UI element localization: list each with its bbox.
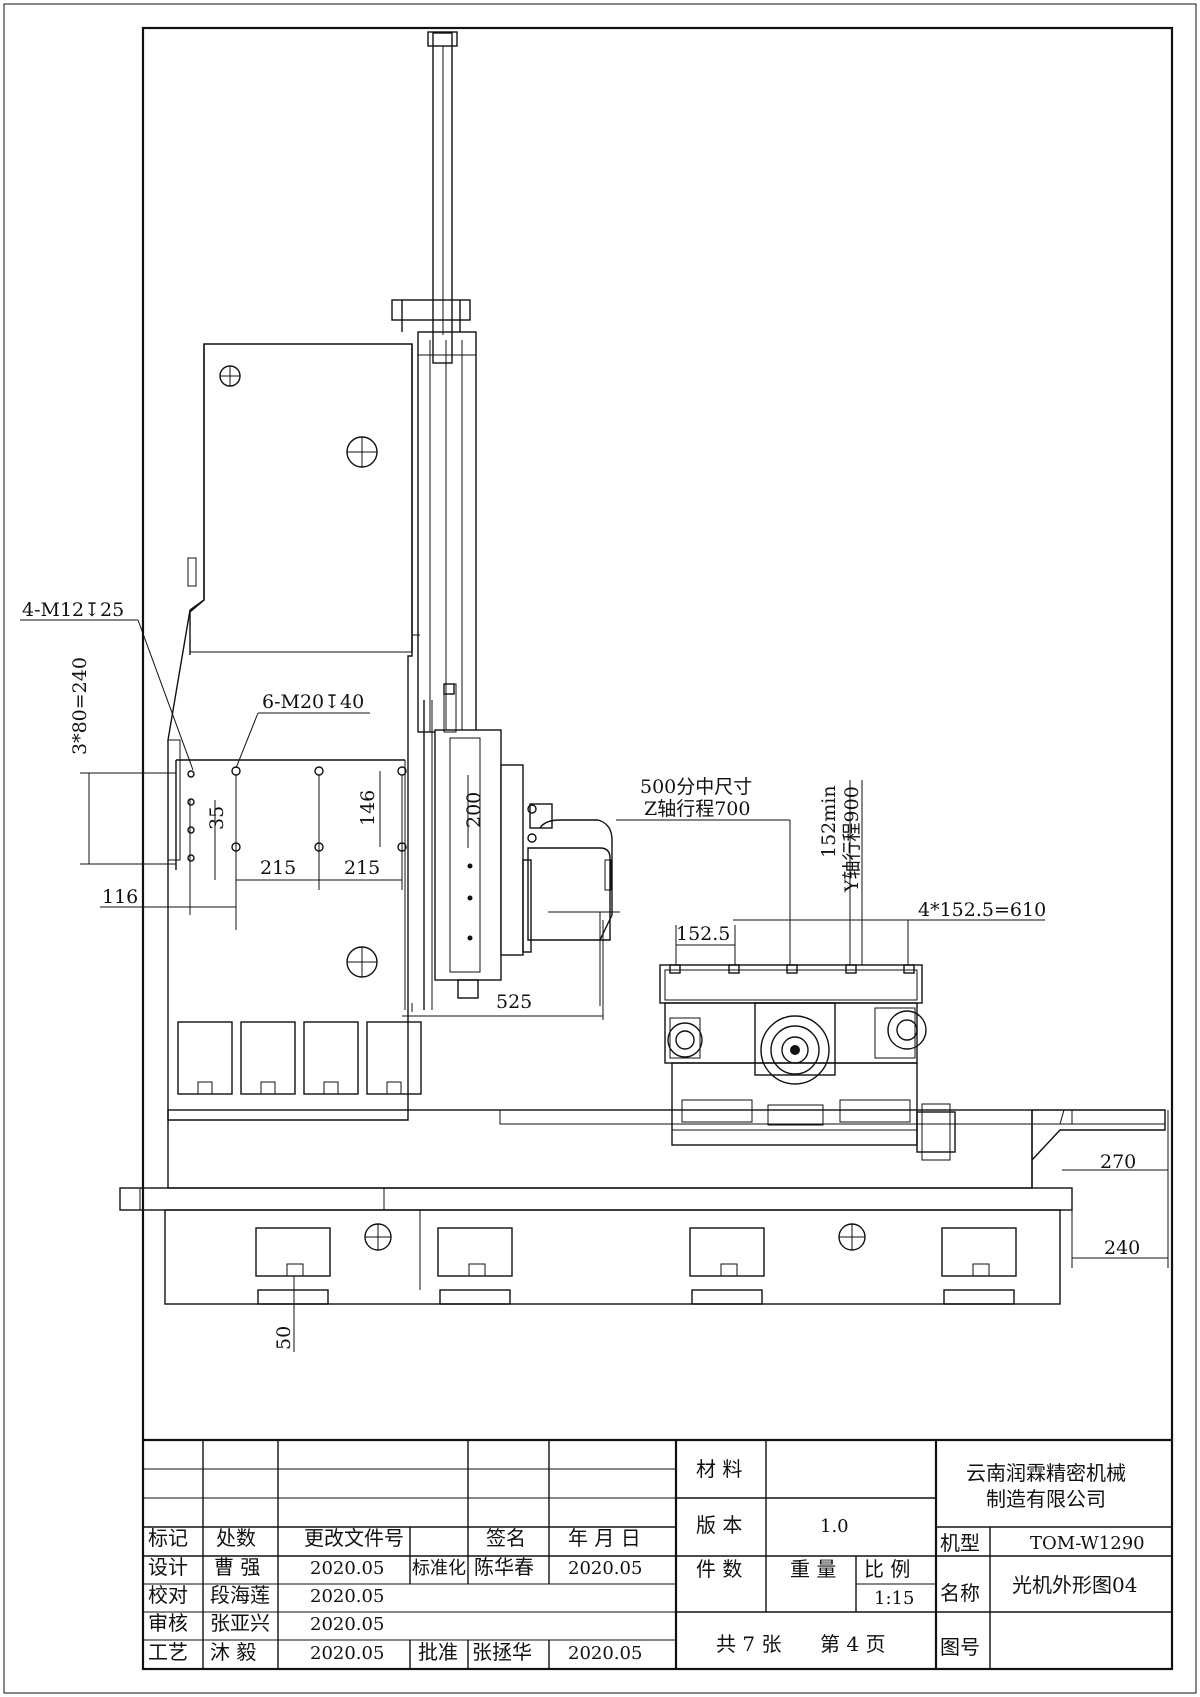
dimension-lines [20,619,1169,1352]
dim-y-travel: Y轴行程900 [841,786,863,893]
model-value: TOM-W1290 [1030,1533,1145,1554]
sheet-count: 共 7 张 [716,1632,781,1656]
row-check-date: 2020.05 [310,1586,384,1607]
dim-240: 240 [1104,1237,1140,1259]
material-label: 材 料 [696,1457,742,1481]
company-line-1: 云南润霖精密机械 [966,1461,1126,1485]
row-process-role: 工艺 [148,1640,188,1664]
table-top [659,964,923,1004]
dim-525: 525 [496,991,532,1013]
dim-z-travel: Z轴行程700 [644,798,750,820]
row-design-role: 设计 [148,1555,188,1579]
dimension-texts: 4-M12↧25 6-M20↧40 3*80=240 35 215 215 14… [22,599,1140,1350]
weight-label: 重 量 [790,1557,836,1581]
rev-header-docno: 更改文件号 [304,1526,404,1550]
scale-label: 比 例 [864,1557,910,1581]
dim-50: 50 [273,1326,295,1350]
saddle-base [671,1062,918,1146]
base-pockets [255,1223,1017,1305]
rev-header-sign: 签名 [486,1526,526,1550]
column-pockets [177,1021,422,1095]
row-approve-name: 张拯华 [472,1640,532,1664]
row-review-name: 张亚兴 [210,1611,270,1635]
name-value: 光机外形图04 [1012,1573,1137,1597]
ballscrew-nut [760,1015,830,1085]
ram-bracket [391,299,471,321]
dim-tap-holes-a: 4-M12↧25 [22,599,124,621]
model-label: 机型 [940,1531,980,1555]
dim-200: 200 [463,792,485,828]
row-standard-name: 陈华春 [474,1555,534,1579]
row-design-name: 曹 强 [214,1555,260,1579]
base-plate [119,1187,1073,1211]
table-slots [669,964,915,974]
column-guide [417,331,477,733]
rev-header-count: 处数 [216,1526,256,1550]
dim-y-min: 152min [818,785,840,858]
row-check-name: 段海莲 [210,1583,270,1607]
spindle-head [434,729,502,981]
page-number: 第 4 页 [820,1632,885,1656]
row-process-date: 2020.05 [310,1643,384,1664]
dim-35: 35 [206,806,228,830]
version-value: 1.0 [820,1516,849,1537]
column-holes [187,365,407,978]
dim-116: 116 [102,886,138,908]
dim-tap-holes-b: 6-M20↧40 [262,691,364,713]
row-review-date: 2020.05 [310,1614,384,1635]
base-body [164,1209,1061,1305]
row-approve-role: 批准 [418,1640,458,1664]
drawing-frame [141,26,1174,1671]
row-process-name: 沐 毅 [210,1640,256,1664]
row-review-role: 审核 [148,1611,188,1635]
company-line-2: 制造有限公司 [986,1487,1106,1511]
row-design-date: 2020.05 [310,1558,384,1579]
outer-border [3,3,1197,1694]
machine-outline [119,31,1166,1305]
row-approve-date: 2020.05 [568,1643,642,1664]
version-label: 版 本 [696,1513,742,1537]
name-label: 名称 [940,1581,980,1605]
qty-label: 件 数 [696,1557,742,1581]
ballscrew-housing [754,1002,836,1076]
rev-header-mark: 标记 [148,1526,188,1550]
dim-vert-pitch: 3*80=240 [69,657,91,755]
row-check-role: 校对 [148,1583,188,1607]
ram-rod [432,32,453,364]
dim-table-pitch: 4*152.5=610 [918,899,1046,921]
scale-value: 1:15 [874,1588,914,1609]
saddle [664,1002,918,1064]
row-standard-date: 2020.05 [568,1558,642,1579]
dim-215-a: 215 [260,857,296,879]
dim-gauge-note: 500分中尺寸 [640,776,752,798]
rev-header-date: 年 月 日 [568,1526,641,1550]
drawing-no-label: 图号 [940,1635,980,1659]
dim-270: 270 [1100,1151,1136,1173]
title-block: 标记 处数 更改文件号 签名 年 月 日 设计 曹 强 2020.05 标准化 … [143,1438,1172,1669]
dim-152-5: 152.5 [676,923,730,945]
row-standard-role: 标准化 [412,1558,466,1579]
dim-215-b: 215 [344,857,380,879]
dim-146: 146 [357,790,379,826]
